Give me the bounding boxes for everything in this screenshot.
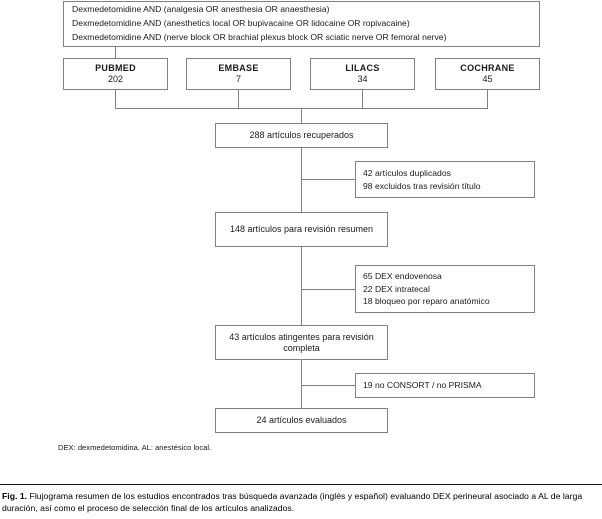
step-label-evaluated: 24 artículos evaluados <box>256 415 347 426</box>
database-name-pubmed: PUBMED <box>95 63 136 74</box>
connector-embase-down <box>238 90 239 109</box>
exclusion-text-consort-prisma: 19 no CONSORT / no PRISMA <box>363 380 482 391</box>
database-box-cochrane: COCHRANE 45 <box>435 58 540 90</box>
connector-lilacs-down <box>362 90 363 109</box>
database-name-cochrane: COCHRANE <box>460 63 515 74</box>
figure-number: Fig. 1. <box>2 491 28 501</box>
step-label-full-review: 43 artículos atingentes para revisión co… <box>229 331 374 353</box>
exclusion-text-duplicates: 42 artículos duplicados 98 excluidos tra… <box>363 167 481 191</box>
figure-caption-text: Flujograma resumen de los estudios encon… <box>2 491 583 514</box>
step-label-abstract-review: 148 artículos para revisión resumen <box>229 224 374 235</box>
connector-pubmed-down <box>115 90 116 109</box>
step-box-full-review: 43 artículos atingentes para revisión co… <box>215 325 388 360</box>
database-count-lilacs: 34 <box>357 74 368 84</box>
connector-branch-exclusion1 <box>301 179 355 180</box>
connector-step2-to-step3 <box>301 247 302 325</box>
abbreviation-footnote: DEX: dexmedetomidina. AL: anestésico loc… <box>58 443 212 452</box>
connector-step3-to-step4 <box>301 360 302 408</box>
exclusion-box-route: 65 DEX endovenosa 22 DEX intratecal 18 b… <box>355 265 535 313</box>
database-name-lilacs: LILACS <box>345 63 380 74</box>
connector-branch-exclusion3 <box>301 385 355 386</box>
search-query-box: Dexmedetomidine AND (analgesia OR anesth… <box>63 1 540 47</box>
step-box-retrieved: 288 artículos recuperados <box>215 123 388 148</box>
figure-caption: Fig. 1. Flujograma resumen de los estudi… <box>2 490 600 515</box>
database-name-embase: EMBASE <box>218 63 259 74</box>
connector-branch-exclusion2 <box>301 289 355 290</box>
database-box-pubmed: PUBMED 202 <box>63 58 168 90</box>
prisma-flow-diagram: Dexmedetomidine AND (analgesia OR anesth… <box>58 1 540 452</box>
database-count-cochrane: 45 <box>482 74 493 84</box>
exclusion-text-route: 65 DEX endovenosa 22 DEX intratecal 18 b… <box>363 270 490 307</box>
step-label-retrieved: 288 artículos recuperados <box>249 130 354 141</box>
connector-merge-to-step1 <box>301 108 302 123</box>
exclusion-box-duplicates: 42 artículos duplicados 98 excluidos tra… <box>355 161 535 198</box>
caption-divider <box>0 484 602 485</box>
step-box-evaluated: 24 artículos evaluados <box>215 408 388 433</box>
database-count-pubmed: 202 <box>107 74 124 84</box>
exclusion-box-consort-prisma: 19 no CONSORT / no PRISMA <box>355 373 535 398</box>
search-query-text: Dexmedetomidine AND (analgesia OR anesth… <box>72 4 447 42</box>
database-box-embase: EMBASE 7 <box>186 58 291 90</box>
database-box-lilacs: LILACS 34 <box>310 58 415 90</box>
connector-cochrane-down <box>487 90 488 109</box>
database-count-embase: 7 <box>235 74 241 84</box>
connector-step1-to-step2 <box>301 148 302 212</box>
step-box-abstract-review: 148 artículos para revisión resumen <box>215 212 388 247</box>
connector-query-to-pubmed <box>115 47 116 58</box>
